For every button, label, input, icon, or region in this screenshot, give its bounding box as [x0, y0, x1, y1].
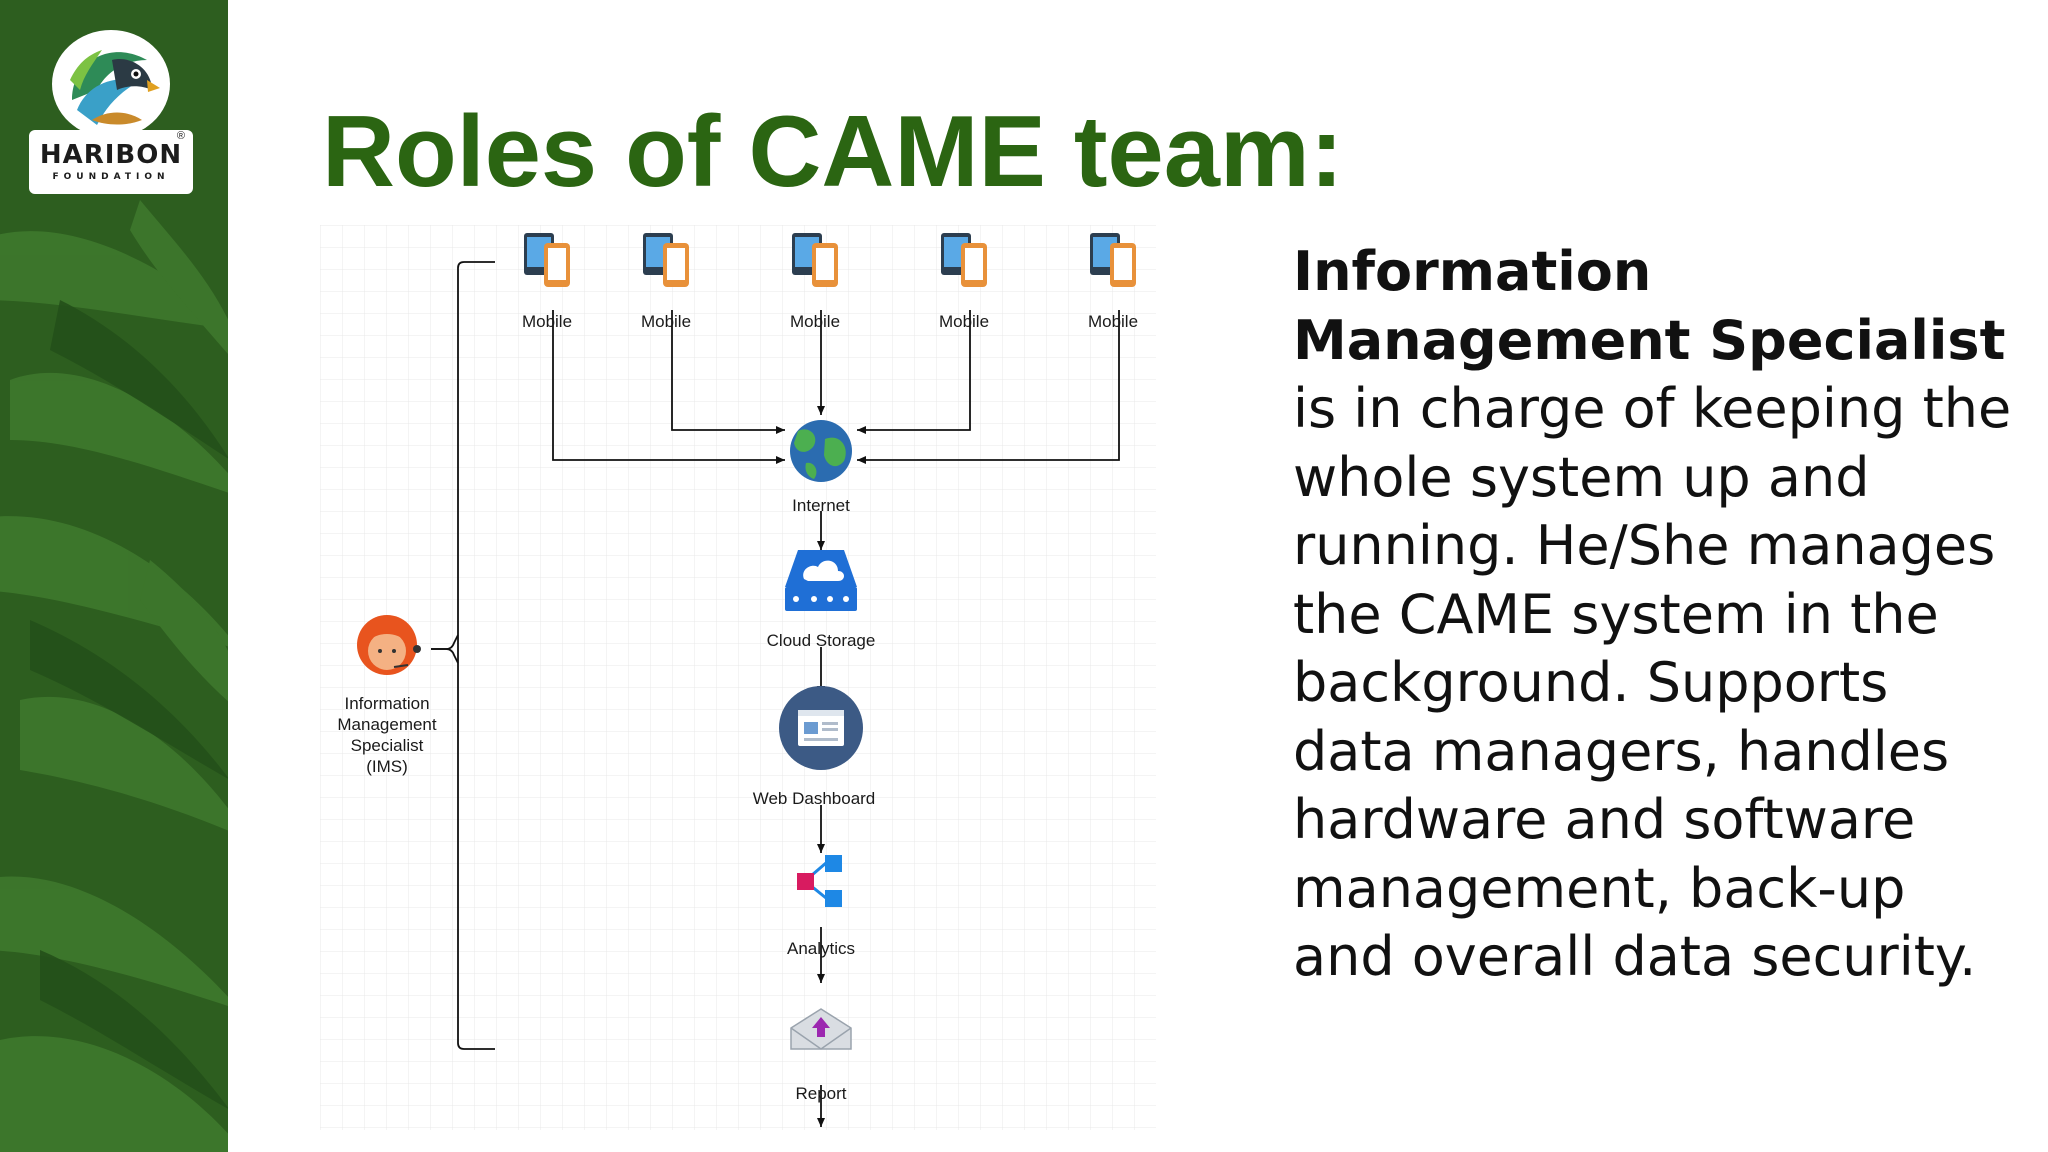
dashboard-icon [779, 686, 863, 770]
diagram-canvas [320, 225, 1156, 1130]
ims-label-line: Management [337, 715, 437, 734]
mobile-icon [524, 233, 570, 287]
report-icon [790, 1008, 852, 1050]
system-diagram: Mobile Mobile Mobile Mobile Mobile Inter… [320, 225, 1156, 1130]
ims-label-line: Specialist [350, 736, 424, 755]
internet-label: Internet [792, 496, 850, 515]
web-dashboard-label: Web Dashboard [752, 789, 876, 808]
role-heading: Information Management Specialist [1293, 240, 2006, 372]
cloud-storage-icon [785, 550, 857, 611]
mobile-label: Mobile [640, 312, 692, 331]
mobile-label: Mobile [938, 312, 990, 331]
mobile-label: Mobile [789, 312, 841, 331]
logo-name: HARIBON [39, 140, 183, 170]
globe-icon [790, 420, 852, 482]
mobile-icon [643, 233, 689, 287]
analytics-label: Analytics [786, 939, 856, 958]
analytics-icon [797, 855, 842, 907]
logo-subtitle: FOUNDATION [52, 172, 170, 182]
ims-label-line: (IMS) [366, 757, 408, 776]
mobile-icon [1090, 233, 1136, 287]
cloud-storage-label: Cloud Storage [766, 631, 876, 650]
ims-label-line: Information [344, 694, 430, 713]
grid-background [320, 225, 1156, 1130]
mobile-connectors [552, 310, 1120, 464]
person-icon [357, 615, 421, 675]
logo-wordmark: HARIBON FOUNDATION ® [29, 130, 193, 194]
mobile-icon [941, 233, 987, 287]
ims-bracket [431, 261, 495, 1050]
mobile-label: Mobile [1087, 312, 1139, 331]
logo-emblem [52, 30, 170, 138]
ims-label: Information Management Specialist (IMS) [337, 693, 436, 777]
report-label: Report [795, 1084, 847, 1103]
mobile-label: Mobile [521, 312, 573, 331]
leaf-pattern [0, 200, 228, 1152]
registered-mark: ® [176, 130, 185, 142]
mobile-icon [792, 233, 838, 287]
role-description: Information Management Specialist is in … [1293, 238, 2013, 992]
slide-title: Roles of CAME team: [322, 96, 1344, 208]
sidebar-panel: HARIBON FOUNDATION ® [0, 0, 228, 1152]
role-body: is in charge of keeping the whole system… [1293, 377, 2012, 988]
